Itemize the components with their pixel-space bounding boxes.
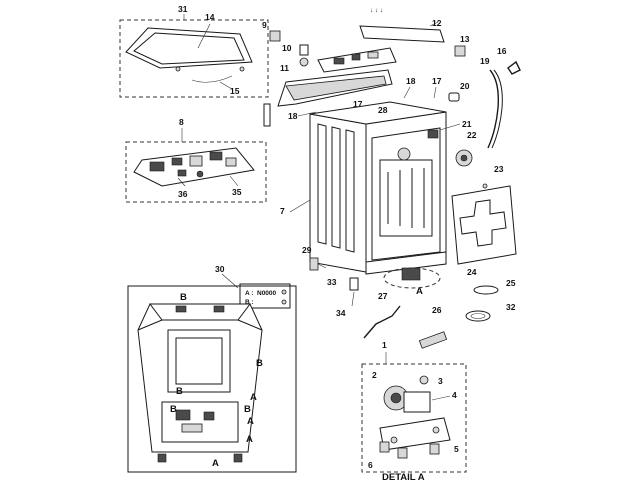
label-34: 34: [336, 308, 346, 318]
label-35: 35: [232, 187, 242, 197]
label-5: 5: [454, 444, 459, 454]
label-21: 21: [462, 119, 472, 129]
label-17: 17: [432, 76, 442, 86]
label-29: 29: [302, 245, 312, 255]
labels-box-row-a-value: N0000: [257, 290, 277, 297]
label-18b: 18: [288, 111, 298, 121]
label-10: 10: [282, 43, 292, 53]
callout-a-detail: A: [416, 286, 423, 297]
detail-a: 1 2 3 4 5 6 DETAIL A: [361, 340, 467, 480]
label-4: 4: [452, 390, 457, 400]
label-13: 13: [460, 34, 470, 44]
group-30-cabinet-view: 30 A : N0000 B : B B B B B A A A A: [127, 264, 297, 473]
label-6: 6: [368, 460, 373, 470]
callout-a-1: A: [250, 392, 257, 403]
label-28: 28: [378, 105, 388, 115]
callout-b-4: B: [170, 404, 177, 415]
svg-text:↓ ↓ ↓: ↓ ↓ ↓: [370, 7, 383, 14]
callout-a-3: A: [246, 434, 253, 445]
label-27: 27: [378, 291, 388, 301]
label-19: 19: [480, 56, 490, 66]
label-12: 12: [432, 18, 442, 28]
labels-box-row-b: B :: [245, 299, 254, 306]
callout-b-2: B: [256, 358, 263, 369]
label-3: 3: [438, 376, 443, 386]
label-25: 25: [506, 278, 516, 288]
label-14: 14: [205, 12, 215, 22]
label-16: 16: [497, 46, 507, 56]
control-panel-parts: 9 10 11 12 ↓ ↓ ↓ 13 16 19 17 18 17 18 20: [262, 7, 521, 149]
group-31-top-frame: 31 14 15: [119, 4, 269, 98]
label-8: 8: [179, 117, 184, 127]
label-26: 26: [432, 305, 442, 315]
label-17b: 17: [353, 99, 363, 109]
label-15: 15: [230, 86, 240, 96]
label-7: 7: [280, 206, 285, 216]
callout-b-5: B: [244, 404, 251, 415]
label-9: 9: [262, 20, 267, 30]
label-33: 33: [327, 277, 337, 287]
label-20: 20: [460, 81, 470, 91]
cabinet-body: 7 28 21 22: [280, 101, 477, 275]
callout-b-1: B: [180, 292, 187, 303]
callout-b-3: B: [176, 386, 183, 397]
pump-area: A 29 33 34 27 26: [302, 245, 448, 349]
detail-a-title: DETAIL A: [382, 472, 425, 480]
label-30: 30: [215, 264, 225, 274]
label-22: 22: [467, 130, 477, 140]
label-24: 24: [467, 267, 477, 277]
label-11: 11: [280, 63, 289, 73]
front-panel-23: 23 24 25 32: [451, 164, 517, 322]
label-32: 32: [506, 302, 516, 312]
label-1: 1: [382, 340, 387, 350]
label-23: 23: [494, 164, 504, 174]
label-36: 36: [178, 189, 188, 199]
group-8-control-board: 8 36 35: [125, 117, 267, 203]
label-18a: 18: [406, 76, 416, 86]
label-31: 31: [178, 4, 188, 14]
labels-box-row-a: A :: [245, 290, 253, 297]
callout-a-4: A: [212, 458, 219, 469]
label-2: 2: [372, 370, 377, 380]
callout-a-2: A: [247, 416, 254, 427]
